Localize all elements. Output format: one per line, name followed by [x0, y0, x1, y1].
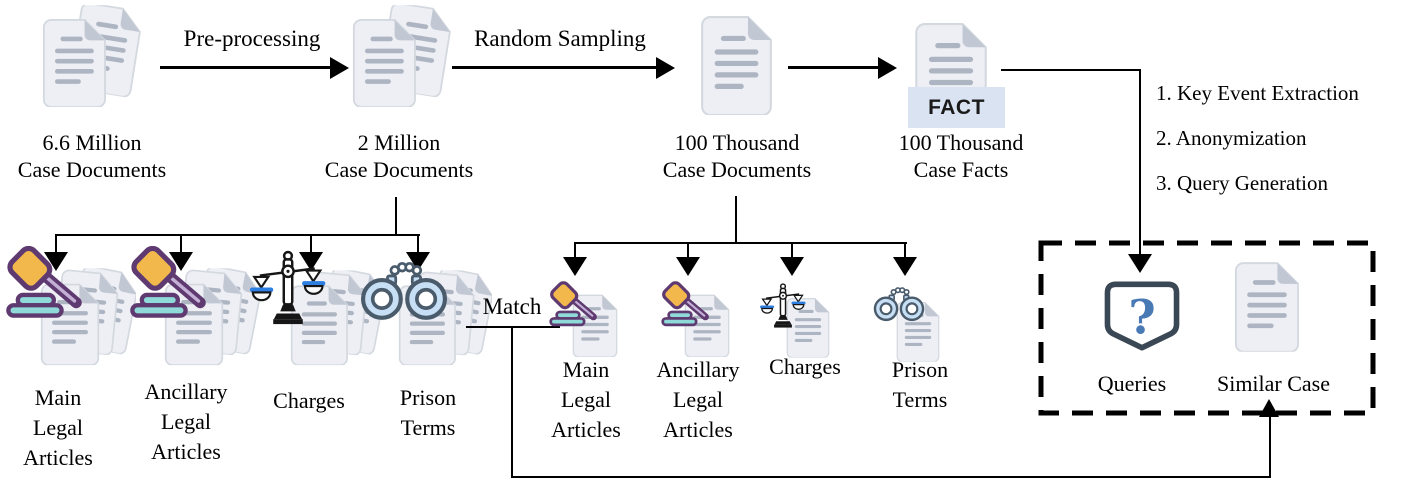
right-group-main-articles	[548, 281, 620, 355]
fact-badge: FACT	[908, 87, 1005, 128]
left-group-main-articles	[4, 246, 136, 378]
random-sampling-arrowhead-icon	[656, 57, 675, 79]
match-label: Match	[482, 294, 542, 319]
left-group-ancillary-articles	[128, 246, 260, 378]
random-sampling-label: Random Sampling	[474, 26, 646, 51]
similar-case-arrowhead-icon	[1259, 399, 1279, 417]
process-step-1: 1. Key Event Extraction	[1156, 81, 1359, 105]
gavel-icon	[4, 246, 90, 325]
right-arrowhead-4-icon	[893, 257, 917, 276]
right-group-charges	[760, 283, 832, 357]
right-branch-drop-1	[574, 244, 576, 258]
right-arrowhead-3-icon	[780, 257, 804, 276]
right-group-ancillary-articles	[660, 281, 732, 355]
left-branch-drop-3	[310, 236, 312, 252]
process-step-3: 3. Query Generation	[1156, 171, 1329, 195]
preprocessing-arrow-line	[160, 66, 332, 69]
match-connector-v	[511, 327, 513, 478]
right-arrowhead-1-icon	[563, 257, 587, 276]
left-branch-drop-4	[417, 236, 419, 252]
handcuffs-icon	[872, 287, 926, 323]
node-100k-facts-label: 100 Thousand Case Facts	[898, 130, 1024, 182]
question-bubble-icon	[1100, 277, 1184, 355]
right-branch-drop-2	[687, 244, 689, 258]
left-label-charges: Charges	[273, 388, 345, 413]
match-underline	[466, 326, 560, 328]
queries-in-arrowhead-icon	[1128, 254, 1152, 273]
gavel-icon	[128, 246, 214, 325]
preprocessing-label: Pre-processing	[183, 26, 321, 51]
match-connector-h	[511, 476, 1271, 478]
document-stack-icon	[42, 5, 142, 109]
facts-out-connector-h	[1001, 69, 1141, 71]
random-sampling-arrow-line	[452, 66, 658, 69]
right-label-charges: Charges	[769, 354, 841, 379]
right-branch-stem-v	[735, 196, 737, 244]
preprocessing-arrowhead-icon	[330, 57, 349, 79]
right-branch-drop-4	[904, 244, 906, 258]
right-branch-bar-h	[574, 242, 907, 244]
similar-case-connector-v	[1269, 417, 1271, 478]
process-step-2: 2. Anonymization	[1156, 126, 1307, 150]
to-facts-arrow-line	[788, 66, 880, 69]
right-arrowhead-2-icon	[676, 257, 700, 276]
left-branch-bar-h	[55, 234, 420, 236]
queries-label: Queries	[1097, 371, 1167, 396]
left-branch-drop-1	[55, 236, 57, 252]
left-branch-drop-2	[180, 236, 182, 252]
left-label-ancillary-articles: Ancillary Legal Articles	[144, 379, 228, 464]
similar-case-document-icon	[1234, 261, 1300, 352]
scales-of-justice-icon	[760, 283, 806, 328]
node-6m-label: 6.6 Million Case Documents	[17, 130, 167, 182]
document-stack-icon	[352, 5, 452, 109]
right-label-prison-terms: Prison Terms	[891, 357, 949, 412]
left-label-main-articles: Main Legal Articles	[23, 385, 93, 470]
left-label-prison-terms: Prison Terms	[399, 385, 457, 440]
to-facts-arrowhead-icon	[878, 57, 897, 79]
output-dashed-box	[1038, 240, 1376, 416]
document-icon	[700, 15, 773, 115]
gavel-icon	[548, 281, 602, 331]
similar-case-label: Similar Case	[1216, 371, 1331, 396]
node-2m-label: 2 Million Case Documents	[324, 130, 474, 182]
right-label-main-articles: Main Legal Articles	[551, 357, 621, 442]
right-branch-drop-3	[791, 244, 793, 258]
gavel-icon	[660, 281, 714, 331]
right-label-ancillary-articles: Ancillary Legal Articles	[656, 357, 740, 442]
facts-out-connector-v	[1139, 69, 1141, 255]
node-100k-docs-label: 100 Thousand Case Documents	[662, 130, 812, 182]
left-arrowhead-3-icon	[299, 252, 323, 271]
scales-of-justice-icon	[250, 250, 326, 325]
right-group-prison-terms	[872, 285, 944, 359]
left-branch-stem-v	[395, 197, 397, 236]
handcuffs-icon	[358, 262, 450, 323]
